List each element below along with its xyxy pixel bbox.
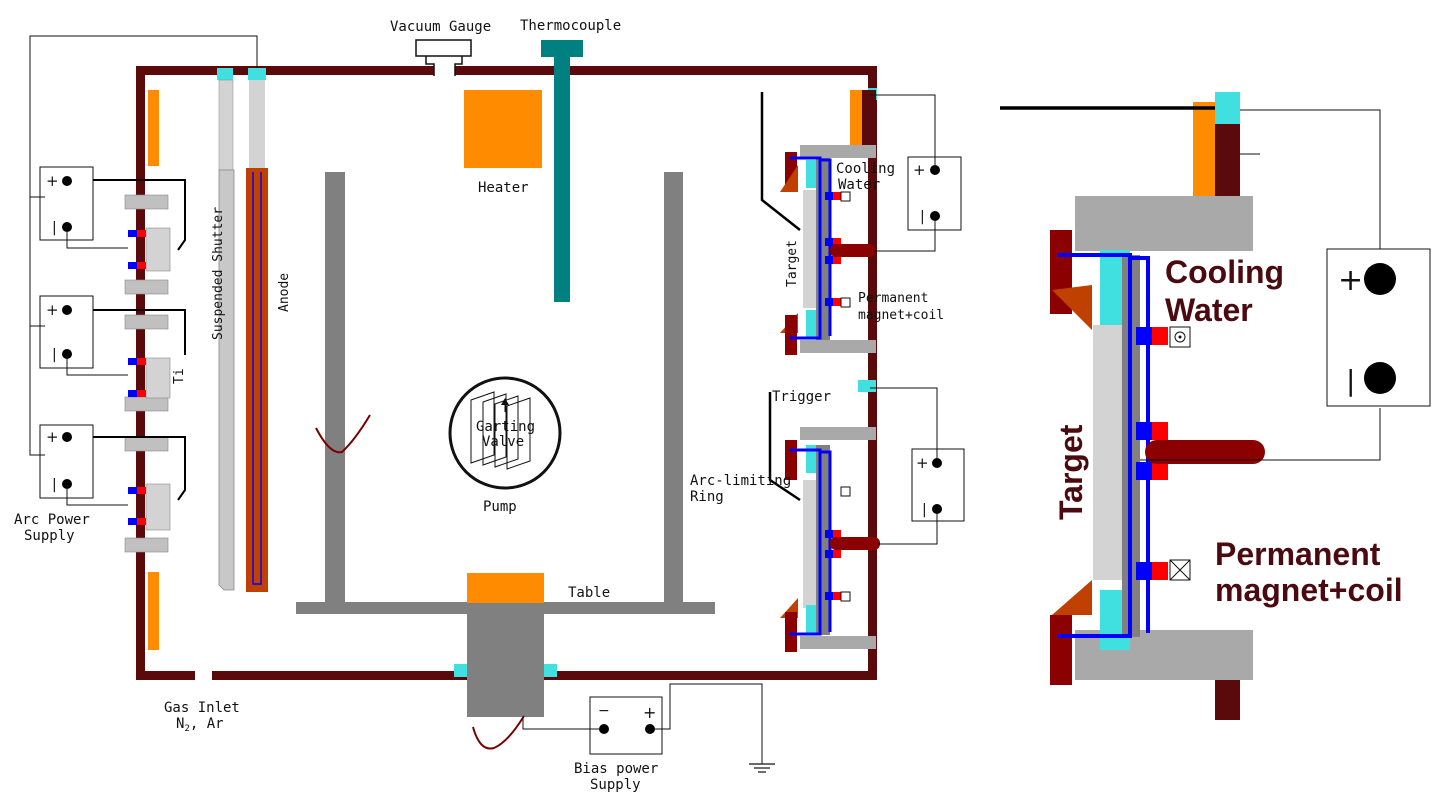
heater [464, 90, 542, 168]
suspended-shutter [217, 68, 235, 591]
left-arc-source-1 [91, 179, 186, 295]
detail-permanent-label-line2: magnet+coil [1215, 572, 1403, 608]
right-psu-upper [870, 94, 962, 252]
psu3-bar: | [52, 477, 57, 493]
psu1-bar: | [52, 220, 57, 236]
heater-label: Heater [478, 180, 529, 196]
permanent-label-line1: Permanent [858, 291, 928, 306]
right-psu-upper-bar: | [920, 209, 925, 225]
arc-power-label-line2: Supply [24, 528, 75, 544]
target-label: Target [785, 240, 800, 287]
detail-psu-plus: + [1338, 263, 1363, 298]
gate-valve [448, 376, 562, 490]
psu2-bar: | [52, 347, 57, 363]
vacuum-gauge [415, 39, 472, 76]
left-arc-source-3 [91, 436, 186, 553]
left-wall-shield-bottom [148, 572, 159, 650]
gas-inlet-label-line2: N2, Ar [176, 716, 224, 734]
bias-plus-sign: + [643, 703, 656, 722]
trigger-label: Trigger [772, 389, 831, 405]
detail-cooling-label-line1: Cooling [1165, 254, 1284, 290]
valve-label-line1: Garting [476, 419, 535, 435]
right-psu-lower-bar: | [922, 502, 927, 518]
ti-label: Ti [172, 368, 187, 384]
cooling-label-line1: Cooling [836, 161, 895, 177]
left-arc-source-2 [91, 309, 186, 412]
detail-view [1000, 92, 1381, 720]
detail-cooling-label-line2: Water [1165, 292, 1253, 328]
substrate-table [296, 172, 715, 717]
psu2-plus: + [46, 301, 59, 319]
pump-label: Pump [483, 499, 517, 515]
bias-label-line1: Bias power [574, 761, 658, 777]
detail-target-label: Target [1053, 424, 1089, 520]
arc-ring-label-line2: Ring [690, 489, 724, 505]
suspended-shutter-label: Suspended Shutter [211, 207, 226, 340]
left-wall-shield-top [148, 90, 159, 166]
gas-inlet-label-line1: Gas Inlet [164, 700, 240, 716]
cooling-label-line2: Water [838, 177, 880, 193]
right-psu-lower [870, 387, 965, 545]
vacuum-gauge-label: Vacuum Gauge [390, 19, 491, 35]
valve-label-line2: Valve [482, 434, 524, 450]
detail-permanent-label-line1: Permanent [1215, 536, 1381, 572]
permanent-label-line2: magnet+coil [858, 308, 944, 323]
right-psu-upper-plus: + [913, 161, 926, 179]
anode [246, 68, 268, 592]
bias-minus-sign: − [598, 703, 610, 719]
arc-power-supply-3 [39, 424, 94, 499]
rotation-arrow-left [315, 414, 371, 454]
bias-power-supply [522, 683, 775, 773]
bias-label-line2: Supply [590, 777, 641, 793]
right-psu-lower-plus: + [916, 454, 929, 472]
right-arc-source-lower [768, 380, 880, 652]
table-label: Table [568, 585, 610, 601]
psu3-plus: + [46, 428, 59, 446]
thermocouple [541, 40, 583, 302]
detail-psu [1326, 248, 1431, 407]
detail-psu-bar: | [1346, 364, 1355, 397]
rotation-arrow-bottom [472, 715, 525, 750]
right-arc-source-upper [760, 88, 877, 355]
anode-label: Anode [277, 273, 292, 312]
psu1-plus: + [46, 172, 59, 190]
thermocouple-label: Thermocouple [520, 18, 621, 34]
arc-power-label-line1: Arc Power [14, 512, 90, 528]
left-wiring [29, 35, 258, 506]
arc-ring-label-line1: Arc-limiting [690, 473, 791, 489]
